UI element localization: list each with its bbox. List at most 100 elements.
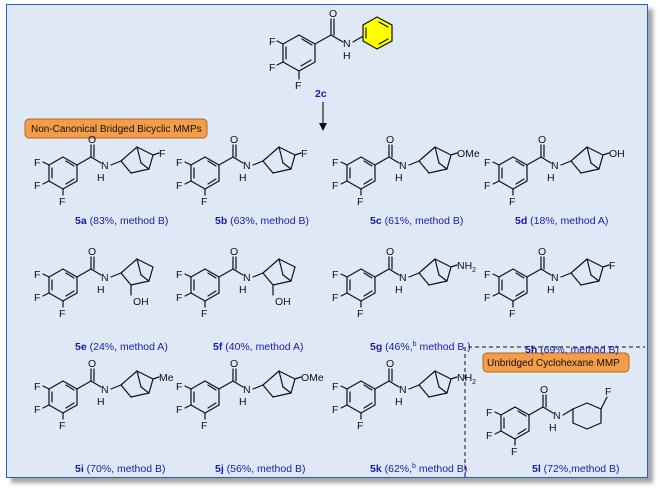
atom-O: O — [538, 134, 546, 146]
atom-O: O — [88, 134, 96, 146]
compound-caption: 5j (56%, method B) — [215, 463, 305, 475]
compound-caption: 5h (69%, method B) — [525, 344, 619, 356]
atom-F: F — [484, 292, 490, 304]
atom-F: F — [59, 308, 65, 320]
atom-F: F — [295, 80, 301, 92]
bridged-banner-label: Non-Canonical Bridged Bicyclic MMPs — [31, 124, 202, 135]
atom-N: N — [343, 38, 351, 50]
atom-F: F — [201, 308, 207, 320]
amine-substituent: NH2 — [457, 260, 476, 274]
atom-F: F — [201, 196, 207, 208]
atom-N: N — [243, 384, 251, 396]
substituent-ome: OMe — [457, 148, 480, 160]
parent-compound-2c: F F F O N H — [269, 8, 393, 92]
atom-F: F — [201, 420, 207, 432]
atom-H: H — [97, 284, 105, 296]
atom-F: F — [357, 420, 363, 432]
atom-H: H — [395, 396, 403, 408]
atom-F: F — [486, 407, 492, 419]
atom-N: N — [551, 272, 559, 284]
bridged-banner: Non-Canonical Bridged Bicyclic MMPs — [24, 118, 208, 139]
substituent-f: F — [605, 386, 611, 398]
substituent-f: F — [301, 148, 307, 160]
atom-F: F — [34, 381, 40, 393]
phenyl-ring-highlight — [362, 16, 393, 50]
substituent-oh: OH — [275, 296, 291, 308]
atom-F: F — [332, 292, 338, 304]
atom-N: N — [101, 160, 109, 172]
compound-caption: 5c (61%, method B) — [370, 215, 463, 227]
scheme-frame: F F F O N H 2c Non-Canonical Bridged Bic… — [6, 4, 648, 478]
atom-H: H — [239, 396, 247, 408]
atom-F: F — [34, 269, 40, 281]
atom-N: N — [553, 410, 561, 422]
atom-F: F — [34, 180, 40, 192]
atom-H: H — [343, 50, 351, 62]
atom-F: F — [34, 292, 40, 304]
unbridged-banner-label: Unbridged Cyclohexane MMP — [487, 358, 620, 369]
atom-F: F — [509, 196, 515, 208]
arrow-head — [319, 123, 327, 131]
compound-caption: 5l (72%,method B) — [532, 463, 620, 475]
parent-label-2c: 2c — [315, 88, 327, 100]
atom-F: F — [357, 196, 363, 208]
atom-F: F — [176, 157, 182, 169]
atom-O: O — [386, 358, 394, 370]
atom-O: O — [386, 134, 394, 146]
reaction-scheme: F F F O N H 2c Non-Canonical Bridged Bic… — [24, 8, 645, 477]
atom-F: F — [332, 381, 338, 393]
atom-F: F — [176, 269, 182, 281]
atom-N: N — [243, 160, 251, 172]
compound-caption: 5g (46%,b method B ) — [370, 341, 471, 353]
atom-O: O — [88, 246, 96, 258]
atom-H: H — [395, 284, 403, 296]
atom-O: O — [230, 246, 238, 258]
atom-O: O — [386, 246, 394, 258]
atom-F: F — [332, 269, 338, 281]
atom-N: N — [101, 272, 109, 284]
compound-caption: 5f (40%, method A) — [213, 341, 303, 353]
atom-H: H — [547, 172, 555, 184]
atom-O: O — [329, 8, 337, 20]
atom-O: O — [230, 134, 238, 146]
atom-F: F — [176, 180, 182, 192]
atom-O: O — [540, 384, 548, 396]
atom-F: F — [176, 292, 182, 304]
atom-N: N — [551, 160, 559, 172]
atom-O: O — [88, 358, 96, 370]
atom-O: O — [538, 246, 546, 258]
atom-F: F — [357, 308, 363, 320]
atom-F: F — [59, 196, 65, 208]
atom-N: N — [399, 272, 407, 284]
amine-substituent: NH2 — [457, 372, 476, 386]
substituent-oh: OH — [133, 296, 149, 308]
atom-F: F — [269, 62, 275, 74]
atom-F: F — [486, 430, 492, 442]
atom-H: H — [549, 422, 557, 434]
compound-caption: 5d (18%, method A) — [515, 215, 608, 227]
atom-F: F — [332, 404, 338, 416]
substituent-ome: OMe — [301, 372, 324, 384]
atom-F: F — [34, 157, 40, 169]
atom-F: F — [509, 308, 515, 320]
unbridged-banner: Unbridged Cyclohexane MMP — [482, 352, 630, 373]
atom-F: F — [176, 381, 182, 393]
atom-N: N — [243, 272, 251, 284]
atom-N: N — [399, 384, 407, 396]
atom-F: F — [511, 446, 517, 458]
atom-F: F — [34, 404, 40, 416]
atom-H: H — [239, 284, 247, 296]
atom-F: F — [176, 404, 182, 416]
compound-caption: 5k (62%,b method B) — [370, 463, 467, 475]
